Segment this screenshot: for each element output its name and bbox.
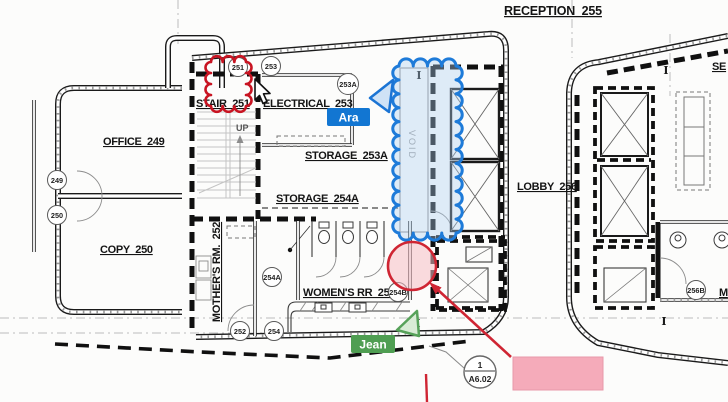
mouse-cursor xyxy=(254,78,271,105)
label-storage-254a: STORAGE 254A xyxy=(276,193,359,205)
ara-name-badge xyxy=(327,108,370,126)
red-leader-line[interactable] xyxy=(424,373,429,402)
svg-text:I: I xyxy=(661,315,666,328)
furniture-dashed xyxy=(675,91,711,191)
door-tag-249: 249 xyxy=(47,170,67,190)
stair-up-arrow xyxy=(236,135,244,143)
toilet-fixtures xyxy=(318,221,378,244)
room-labels: RECEPTION 255 SE OFFICE 249 COPY 250 STA… xyxy=(100,4,728,322)
label-copy: COPY 250 xyxy=(100,244,153,256)
door-tag-250: 250 xyxy=(47,205,67,225)
svg-text:252: 252 xyxy=(234,327,246,336)
door-tag-254a: 254A xyxy=(262,267,282,287)
svg-text:254A: 254A xyxy=(263,273,281,282)
right-lobby-interior xyxy=(655,91,728,302)
door-tag-254: 254 xyxy=(264,321,284,341)
label-se-partial: SE xyxy=(712,61,726,73)
jean-name-badge xyxy=(351,335,395,353)
door-tag-253: 253 xyxy=(261,56,281,76)
blue-revision-cloud[interactable] xyxy=(391,57,464,242)
up-label: UP xyxy=(236,123,249,133)
limit-of-work-line xyxy=(54,339,471,360)
jean-cursor-triangle xyxy=(395,309,421,338)
cursor-ara: Ara xyxy=(327,78,395,126)
label-office: OFFICE 249 xyxy=(103,136,165,148)
wing-door-swings xyxy=(76,170,103,222)
jean-name-label: Jean xyxy=(359,338,386,352)
ara-name-label: Ara xyxy=(338,111,358,125)
void-label: VOID xyxy=(407,130,417,160)
detail-callout[interactable]: 1 A6.02 xyxy=(428,345,497,389)
label-electrical: ELECTRICAL 253 xyxy=(263,98,353,110)
label-womens-rr: WOMEN'S RR 254 xyxy=(303,287,396,299)
svg-text:I: I xyxy=(663,64,668,77)
door-tag-252: 252 xyxy=(230,321,250,341)
door-tag-256b: 256B xyxy=(686,280,706,300)
right-elevator-shafts xyxy=(593,86,655,310)
svg-text:253: 253 xyxy=(265,62,277,71)
label-mens-partial: M xyxy=(719,287,728,299)
cursor-jean: Jean xyxy=(351,309,421,353)
door-tags: 249 250 251 253 253A 254A 252 254 254B 2… xyxy=(47,56,706,341)
left-building-walls xyxy=(32,30,509,340)
label-mothers-rm: MOTHER'S RM. 252 xyxy=(211,222,223,322)
callout-sheet: A6.02 xyxy=(469,374,492,384)
svg-text:254: 254 xyxy=(268,327,281,336)
red-revision-cloud[interactable] xyxy=(204,54,253,114)
svg-text:256B: 256B xyxy=(687,286,704,295)
callout-number: 1 xyxy=(478,360,483,370)
pink-highlight-rect[interactable] xyxy=(512,356,604,391)
electrical-panel xyxy=(276,135,346,147)
right-building-walls xyxy=(566,33,728,366)
svg-text:249: 249 xyxy=(51,176,63,185)
label-reception: RECEPTION 255 xyxy=(504,4,602,18)
svg-text:254B: 254B xyxy=(389,288,406,297)
door-tag-253a: 253A xyxy=(337,73,359,95)
ara-cursor-triangle xyxy=(368,78,395,114)
svg-text:I: I xyxy=(416,69,421,82)
label-lobby: LOBBY 256 xyxy=(517,181,577,193)
svg-text:253A: 253A xyxy=(339,80,357,89)
svg-text:251: 251 xyxy=(232,63,244,72)
red-arrow-annotation[interactable] xyxy=(429,282,512,358)
label-storage-253a: STORAGE 253A xyxy=(305,150,388,162)
stair-251: UP xyxy=(197,111,257,199)
svg-text:250: 250 xyxy=(51,211,63,220)
red-circle-annotation[interactable] xyxy=(386,240,438,292)
mothers-room xyxy=(195,221,311,336)
